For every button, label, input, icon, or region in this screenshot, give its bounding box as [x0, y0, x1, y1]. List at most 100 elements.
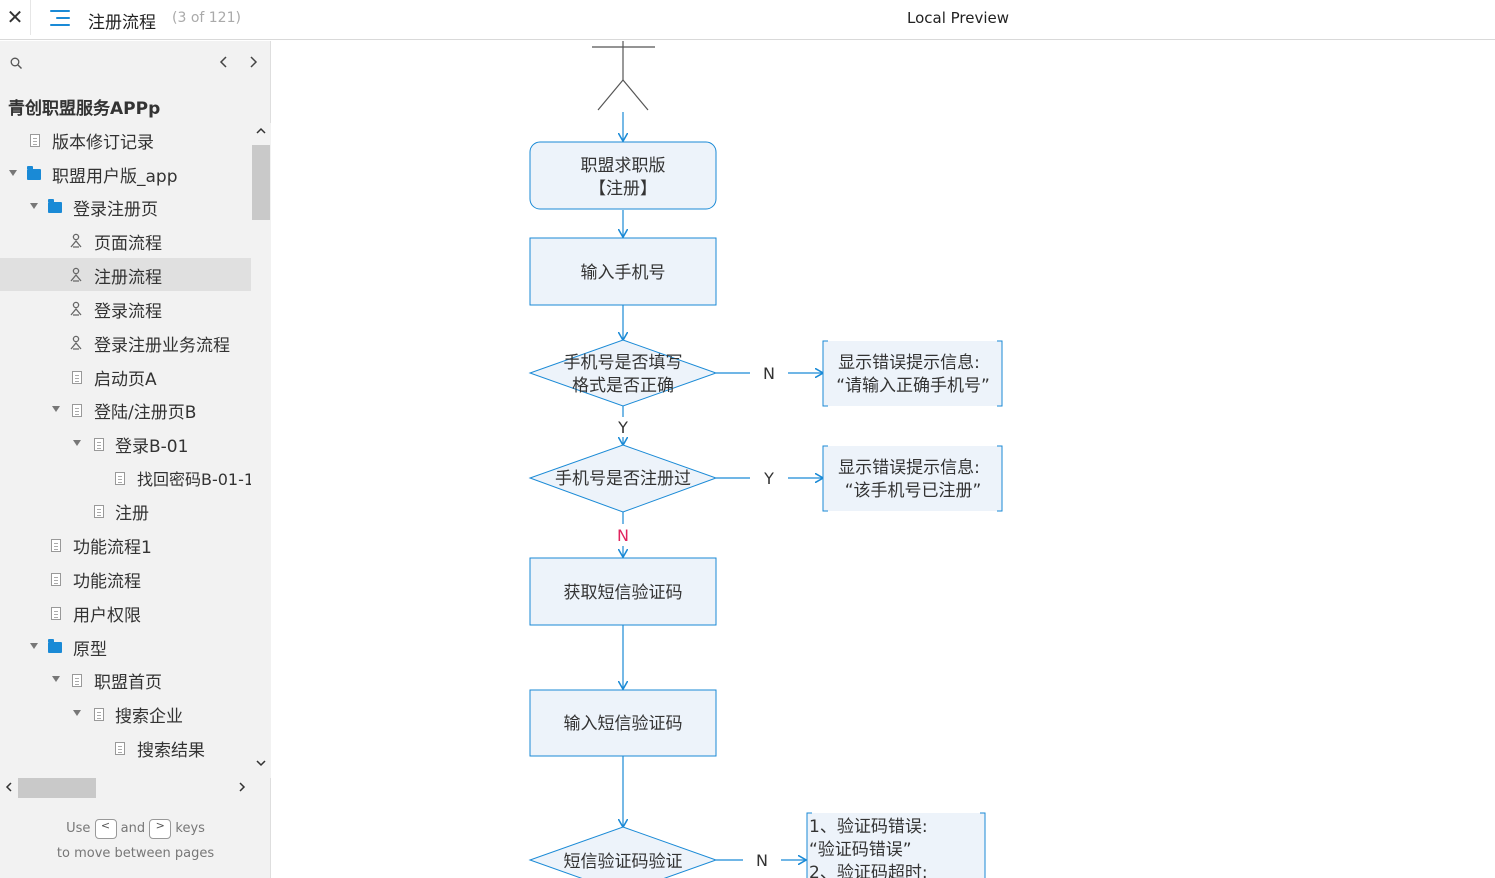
- tree-item-selected[interactable]: 注册流程: [0, 258, 251, 291]
- chevron-right-icon[interactable]: [236, 777, 248, 797]
- flow-note-code-error-line1: 1、验证码错误:: [809, 817, 928, 837]
- tree-item[interactable]: 功能流程: [0, 562, 251, 595]
- hamburger-menu-icon[interactable]: [50, 10, 72, 28]
- flow-label-n2: N: [617, 526, 629, 545]
- keyboard-hint: Use < and > keys to move between pages: [0, 816, 271, 866]
- hint-line2: to move between pages: [56, 846, 215, 861]
- horizontal-scrollbar[interactable]: [0, 777, 251, 799]
- tree-item-label: 登录注册业务流程: [94, 336, 230, 356]
- page-tree: 版本修订记录 职盟用户版_app 登录注册页 页面流程 注册流程 登录流程 登录…: [0, 123, 251, 773]
- close-icon[interactable]: ✕: [0, 0, 31, 35]
- page-icon: [94, 708, 104, 721]
- flow-note-code-error: [807, 813, 985, 878]
- hint-and: and: [120, 821, 146, 836]
- flow-node-get-code: [529, 557, 717, 626]
- flow-decision-format-line2: 格式是否正确: [572, 376, 674, 396]
- expand-arrow-icon[interactable]: [73, 710, 81, 716]
- tree-item[interactable]: 登录注册业务流程: [0, 326, 251, 359]
- tree-item[interactable]: 用户权限: [0, 596, 251, 629]
- tree-item[interactable]: 版本修订记录: [0, 123, 251, 156]
- expand-arrow-icon[interactable]: [52, 406, 60, 412]
- tree-item[interactable]: 登录B-01: [0, 427, 251, 460]
- tree-item[interactable]: 登录注册页: [0, 190, 251, 223]
- tree-item-label: 启动页A: [94, 370, 157, 390]
- tree-item-label: 注册: [115, 504, 149, 524]
- tree-item-label: 搜索结果: [137, 741, 205, 761]
- folder-icon: [48, 199, 62, 213]
- key-prev: <: [94, 818, 117, 839]
- expand-arrow-icon[interactable]: [30, 203, 38, 209]
- tree-item[interactable]: 启动页A: [0, 360, 251, 393]
- flow-node-input-code-label: 输入短信验证码: [564, 714, 683, 734]
- flow-node-input-code: [529, 689, 717, 757]
- tree-item[interactable]: 原型: [0, 630, 251, 663]
- hint-use: Use: [66, 821, 91, 836]
- tree-item-label: 登陆/注册页B: [94, 403, 197, 423]
- flow-icon: [70, 267, 82, 282]
- flow-node-start-line2: 【注册】: [589, 179, 657, 199]
- flow-note-error-registered-line1: 显示错误提示信息:: [838, 458, 980, 478]
- flow-note-error-format: [823, 341, 1002, 406]
- flow-decision-registered: [528, 444, 718, 513]
- tree-item-label: 版本修订记录: [52, 133, 154, 153]
- page-icon: [51, 573, 61, 586]
- flow-label-y2: Y: [763, 469, 774, 488]
- horizontal-scrollbar-thumb[interactable]: [18, 778, 96, 798]
- flow-note-error-registered: [823, 446, 1002, 511]
- page-icon: [30, 134, 40, 147]
- flow-note-error-registered-line2: “该手机号已注册”: [845, 481, 982, 501]
- expand-arrow-icon[interactable]: [9, 170, 17, 176]
- page-icon: [72, 371, 82, 384]
- tree-item-label: 搜索企业: [115, 707, 183, 727]
- expand-arrow-icon[interactable]: [30, 643, 38, 649]
- chevron-down-icon[interactable]: [255, 757, 267, 769]
- tree-item[interactable]: 职盟用户版_app: [0, 157, 251, 190]
- tree-item-label: 职盟用户版_app: [52, 167, 178, 187]
- project-title: 青创职盟服务APPp: [8, 99, 161, 119]
- tree-item[interactable]: 注册: [0, 494, 251, 527]
- expand-arrow-icon[interactable]: [52, 676, 60, 682]
- flow-note-code-error-line2: “验证码错误”: [809, 840, 912, 860]
- tree-item[interactable]: 登陆/注册页B: [0, 393, 251, 426]
- chevron-left-icon[interactable]: [3, 777, 15, 797]
- chevron-left-icon[interactable]: [216, 53, 232, 71]
- flow-node-get-code-label: 获取短信验证码: [564, 583, 683, 603]
- sidebar: 青创职盟服务APPp 版本修订记录 职盟用户版_app 登录注册页 页面流程 注…: [0, 41, 271, 878]
- tree-item[interactable]: 职盟首页: [0, 663, 251, 696]
- preview-canvas: 职盟求职版 【注册】 输入手机号 手机号是否填写 格式是否正确 N Y 显示错误…: [272, 41, 1495, 878]
- chevron-right-icon[interactable]: [245, 53, 261, 71]
- tree-item[interactable]: 找回密码B-01-1: [0, 461, 251, 494]
- page-icon: [94, 505, 104, 518]
- page-icon: [115, 742, 125, 755]
- tree-item[interactable]: 功能流程1: [0, 528, 251, 561]
- tree-item-label: 用户权限: [73, 606, 141, 626]
- tree-item[interactable]: 登录流程: [0, 292, 251, 325]
- flow-note-error-format-line2: “请输入正确手机号”: [836, 376, 990, 396]
- page-icon: [94, 438, 104, 451]
- flow-label-y1: Y: [617, 418, 628, 437]
- page-count: (3 of 121): [172, 10, 241, 26]
- search-icon[interactable]: [10, 57, 22, 69]
- tree-item-label: 功能流程: [73, 572, 141, 592]
- tree-item-label: 登录B-01: [115, 437, 189, 457]
- vertical-scrollbar-thumb[interactable]: [252, 145, 270, 220]
- flow-node-input-phone: [529, 237, 717, 306]
- hint-keys: keys: [175, 821, 205, 836]
- tree-item[interactable]: 搜索结果: [0, 731, 251, 764]
- page-icon: [51, 539, 61, 552]
- tree-item-label: 页面流程: [94, 234, 162, 254]
- flow-icon: [70, 301, 82, 316]
- tree-item[interactable]: 页面流程: [0, 224, 251, 257]
- flow-icon: [70, 233, 82, 248]
- vertical-scrollbar[interactable]: [251, 123, 271, 778]
- tree-item-label: 找回密码B-01-1: [137, 470, 251, 489]
- folder-icon: [48, 639, 62, 653]
- tree-item-label: 功能流程1: [73, 538, 152, 558]
- page-icon: [115, 472, 125, 485]
- page-title: 注册流程: [88, 13, 156, 33]
- tree-item[interactable]: 搜索: [0, 764, 251, 773]
- flowchart: 职盟求职版 【注册】 输入手机号 手机号是否填写 格式是否正确 N Y 显示错误…: [528, 41, 1003, 878]
- expand-arrow-icon[interactable]: [73, 440, 81, 446]
- chevron-up-icon[interactable]: [255, 125, 267, 137]
- tree-item[interactable]: 搜索企业: [0, 697, 251, 730]
